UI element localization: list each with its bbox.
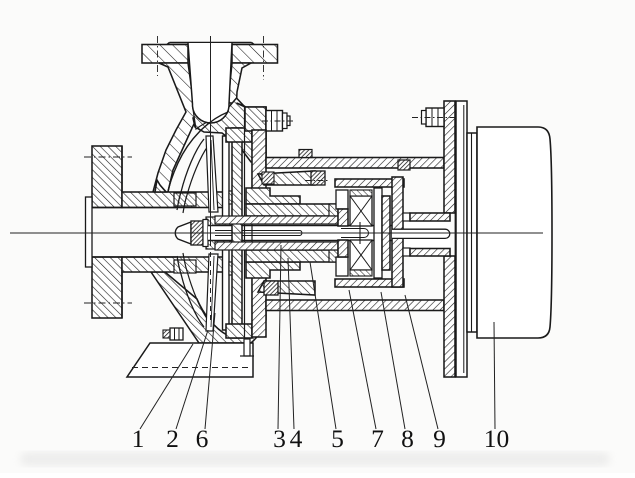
svg-text:8: 8 <box>401 424 414 453</box>
svg-text:6: 6 <box>196 424 209 453</box>
svg-text:9: 9 <box>433 424 446 453</box>
svg-text:5: 5 <box>331 424 344 453</box>
svg-text:4: 4 <box>290 424 303 453</box>
svg-text:7: 7 <box>371 424 384 453</box>
svg-text:3: 3 <box>273 424 286 453</box>
svg-text:10: 10 <box>484 424 510 453</box>
svg-text:2: 2 <box>166 424 179 453</box>
svg-text:1: 1 <box>132 424 145 453</box>
